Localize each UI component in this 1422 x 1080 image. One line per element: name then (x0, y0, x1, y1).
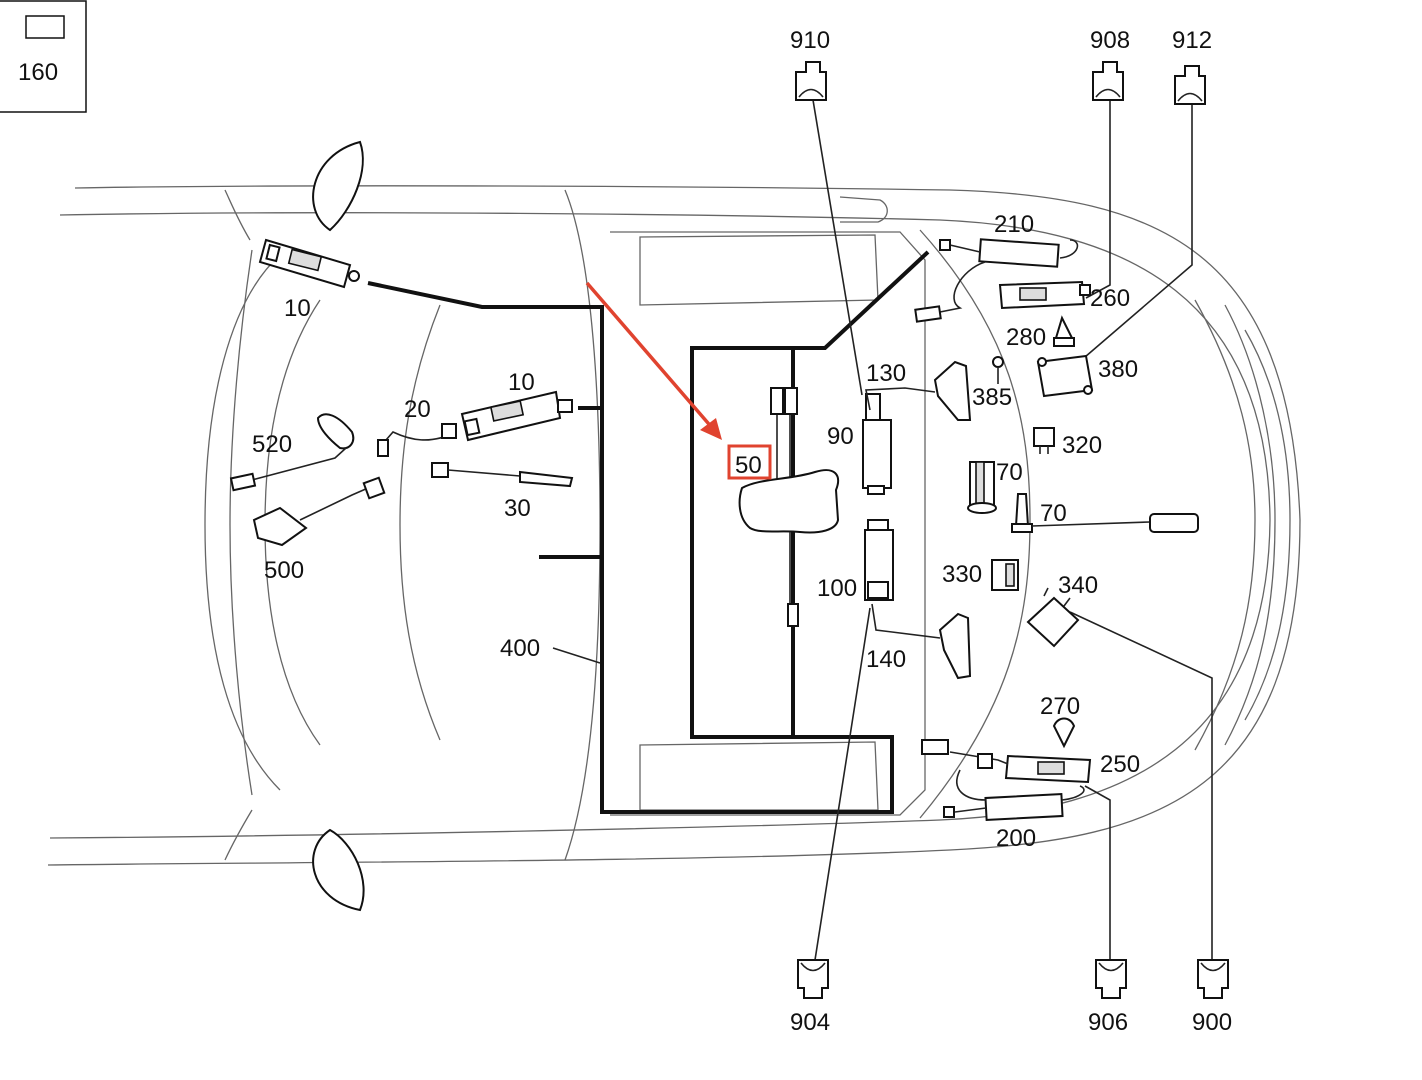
callout-330: 330 (942, 561, 982, 588)
callout-100: 100 (817, 575, 857, 602)
part-260-module: 260 (998, 280, 1130, 312)
part-30-cable: 30 (431, 462, 574, 522)
connector-label-908: 908 (1090, 27, 1130, 54)
part-250-module: 250 (921, 739, 1140, 784)
connector-900: 900 (1192, 959, 1232, 1036)
callout-260: 260 (1090, 285, 1130, 312)
part-270-clip: 270 (1040, 693, 1080, 749)
main-harness (367, 250, 930, 814)
part-50-seat-module: 50 (585, 281, 840, 627)
part-500-gps-antenna: 500 (252, 476, 386, 584)
callout-385: 385 (972, 384, 1012, 411)
part-520-sensor: 520 (229, 413, 355, 492)
connector-label-904: 904 (790, 1009, 830, 1036)
callout-140: 140 (866, 646, 906, 673)
corner-box-label: 160 (18, 59, 58, 86)
connector-label-900: 900 (1192, 1009, 1232, 1036)
component-box-icon (25, 15, 65, 39)
part-10-module-mid: 10 (460, 369, 573, 442)
part-100-module: 100 (817, 519, 894, 602)
callout-130: 130 (866, 360, 906, 387)
part-385-screw: 385 (972, 356, 1012, 411)
callout-20: 20 (404, 396, 431, 423)
car-body-outline (47, 140, 1301, 912)
callout-270: 270 (1040, 693, 1080, 720)
part-90-module: 90 (827, 393, 892, 495)
part-380-control-unit: 380 (1036, 354, 1138, 398)
left-mirror (312, 140, 364, 232)
connector-906: 906 (1088, 959, 1128, 1036)
callout-30: 30 (504, 495, 531, 522)
callout-320: 320 (1062, 432, 1102, 459)
connector-label-910: 910 (790, 27, 830, 54)
callout-10-top: 10 (284, 295, 311, 322)
part-130-bracket: 130 (865, 360, 972, 421)
callout-280: 280 (1006, 324, 1046, 351)
right-mirror (312, 828, 365, 912)
connector-label-912: 912 (1172, 27, 1212, 54)
part-330-relay: 330 (942, 559, 1019, 591)
callout-200: 200 (996, 825, 1036, 852)
callout-340: 340 (1058, 572, 1098, 599)
connector-lines (812, 99, 1213, 961)
callout-400: 400 (500, 635, 540, 662)
part-320-relay: 320 (1033, 427, 1102, 459)
callout-10-mid: 10 (508, 369, 535, 396)
part-340-control-unit: 340 (1026, 572, 1098, 648)
connector-910: 910 (790, 27, 830, 101)
callout-70-b: 70 (1040, 500, 1067, 527)
callout-90: 90 (827, 423, 854, 450)
callout-520: 520 (252, 431, 292, 458)
connector-label-906: 906 (1088, 1009, 1128, 1036)
part-70-sensor-a: 70 (967, 459, 1023, 514)
highlight-arrow (585, 281, 716, 432)
callout-380: 380 (1098, 356, 1138, 383)
corner-box: 160 (0, 0, 87, 113)
highlight-box (727, 444, 772, 480)
part-20-cable: 20 (377, 396, 457, 457)
part-140-bracket: 140 (866, 603, 972, 680)
highlight-arrowhead (700, 418, 722, 440)
callout-250: 250 (1100, 751, 1140, 778)
part-70-sensor-b: 70 (1011, 493, 1199, 533)
callout-70-a: 70 (996, 459, 1023, 486)
connector-912: 912 (1172, 27, 1212, 105)
part-200-antenna-amp: 200 (943, 769, 1085, 852)
callout-50: 50 (735, 452, 762, 479)
callout-210: 210 (994, 211, 1034, 238)
connector-908: 908 (1090, 27, 1130, 101)
part-280-clip: 280 (1006, 315, 1075, 351)
connector-904: 904 (790, 959, 830, 1036)
part-10-module-top: 10 (258, 238, 360, 322)
callout-500: 500 (264, 557, 304, 584)
part-210-antenna-amp: 210 (914, 211, 1079, 323)
